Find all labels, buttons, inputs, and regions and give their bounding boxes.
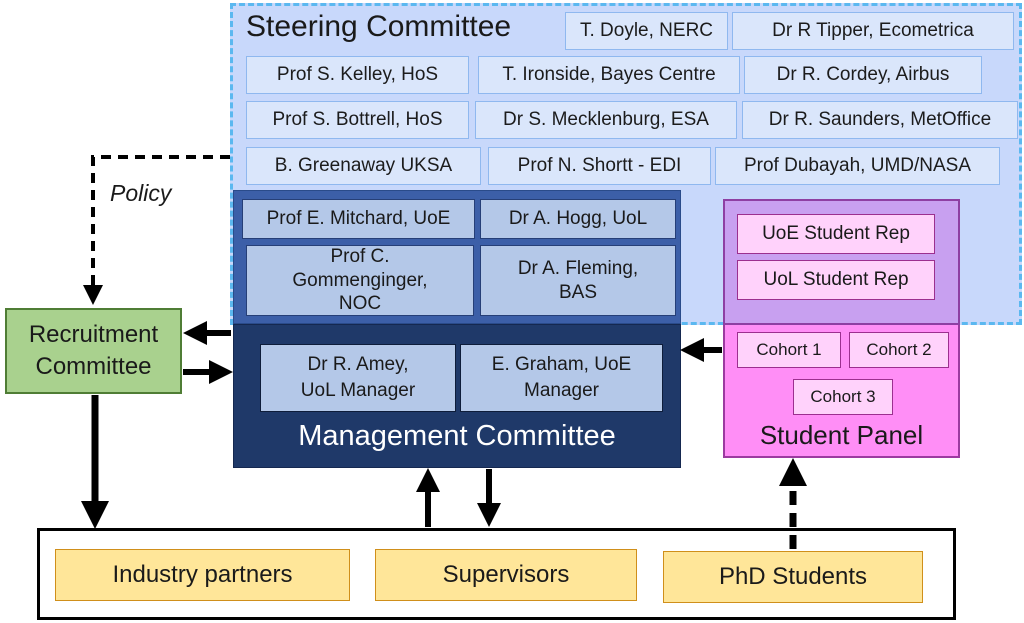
steering-member: Dr R. Cordey, Airbus [744, 56, 982, 94]
supervisors-box: Supervisors [375, 549, 637, 601]
policy-label: Policy [110, 180, 172, 206]
steering-member: B. Greenaway UKSA [246, 147, 481, 185]
cohort-box: Cohort 2 [849, 332, 949, 368]
steering-member: Prof Dubayah, UMD/NASA [715, 147, 1000, 185]
steering-committee-title: Steering Committee [246, 10, 512, 43]
steering-member: T. Ironside, Bayes Centre [478, 56, 740, 94]
management-committee-title: Management Committee [298, 420, 616, 452]
overlap-member: Dr A. Fleming, BAS [480, 245, 676, 316]
steering-member: T. Doyle, NERC [565, 12, 728, 50]
cohort-box: Cohort 3 [793, 379, 893, 415]
student-rep: UoL Student Rep [737, 260, 935, 300]
recruitment-committee-box: Recruitment Committee [5, 308, 182, 394]
overlap-member: Dr A. Hogg, UoL [480, 199, 676, 239]
steering-member: Dr R. Saunders, MetOffice [742, 101, 1018, 139]
steering-member: Dr R Tipper, Ecometrica [732, 12, 1014, 50]
steering-member: Prof N. Shortt - EDI [488, 147, 711, 185]
overlap-member: Prof C. Gommenginger, NOC [246, 245, 474, 316]
management-member: E. Graham, UoE Manager [460, 344, 663, 412]
student-panel-title: Student Panel [759, 420, 924, 450]
policy-arrow [83, 155, 230, 305]
industry-partners-box: Industry partners [55, 549, 350, 601]
steering-member: Prof S. Bottrell, HoS [246, 101, 469, 139]
overlap-member: Prof E. Mitchard, UoE [242, 199, 475, 239]
phd-students-box: PhD Students [663, 551, 923, 603]
cohort-box: Cohort 1 [737, 332, 841, 368]
steering-member: Dr S. Mecklenburg, ESA [475, 101, 737, 139]
management-member: Dr R. Amey, UoL Manager [260, 344, 456, 412]
steering-member: Prof S. Kelley, HoS [246, 56, 469, 94]
student-rep: UoE Student Rep [737, 214, 935, 254]
